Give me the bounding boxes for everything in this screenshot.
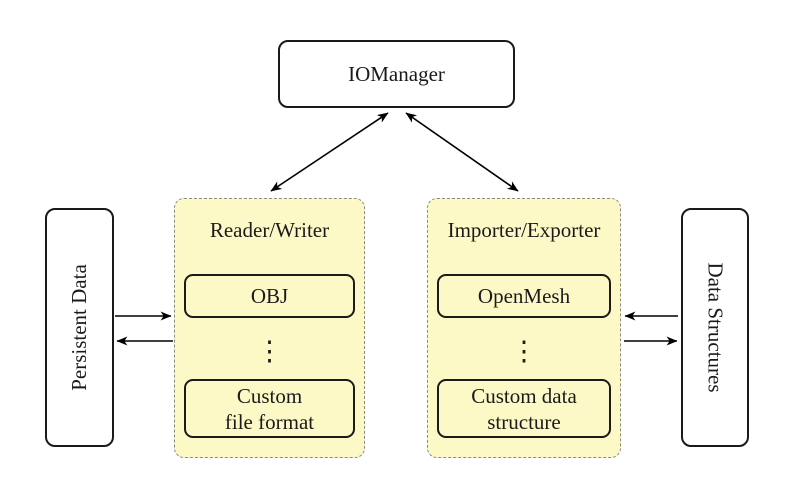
node-obj-label: OBJ [250, 284, 289, 308]
node-obj: OBJ [184, 274, 355, 318]
group-reader-writer-title: Reader/Writer [209, 218, 330, 242]
arrow-iomanager-importer-exporter [405, 112, 519, 192]
group-reader-writer: Reader/Writer OBJ ⋮ Custom file format [174, 198, 365, 458]
node-custom-data-structure: Custom data structure [437, 379, 611, 438]
node-custom-file-format-line1: Custom [236, 383, 303, 408]
node-data-structures: Data Structures [681, 208, 749, 447]
node-data-structures-label: Data Structures [703, 262, 728, 393]
node-custom-data-structure-line1: Custom data [471, 383, 577, 408]
node-custom-file-format-line2: file format [224, 409, 315, 434]
vertical-ellipsis: ⋮ [510, 336, 538, 366]
node-persistent-data-label: Persistent Data [67, 264, 91, 391]
vertical-ellipsis: ⋮ [256, 336, 283, 366]
node-iomanager-label: IOManager [348, 61, 445, 86]
node-custom-file-format: Custom file format [184, 379, 355, 438]
node-persistent-data: Persistent Data [45, 208, 114, 447]
node-iomanager: IOManager [278, 40, 515, 108]
node-openmesh-label: OpenMesh [477, 284, 571, 308]
group-importer-exporter-title: Importer/Exporter [447, 218, 601, 242]
node-openmesh: OpenMesh [437, 274, 611, 318]
arrow-iomanager-reader-writer [270, 112, 389, 192]
node-custom-data-structure-line2: structure [487, 409, 561, 434]
group-importer-exporter: Importer/Exporter OpenMesh ⋮ Custom data… [427, 198, 621, 458]
